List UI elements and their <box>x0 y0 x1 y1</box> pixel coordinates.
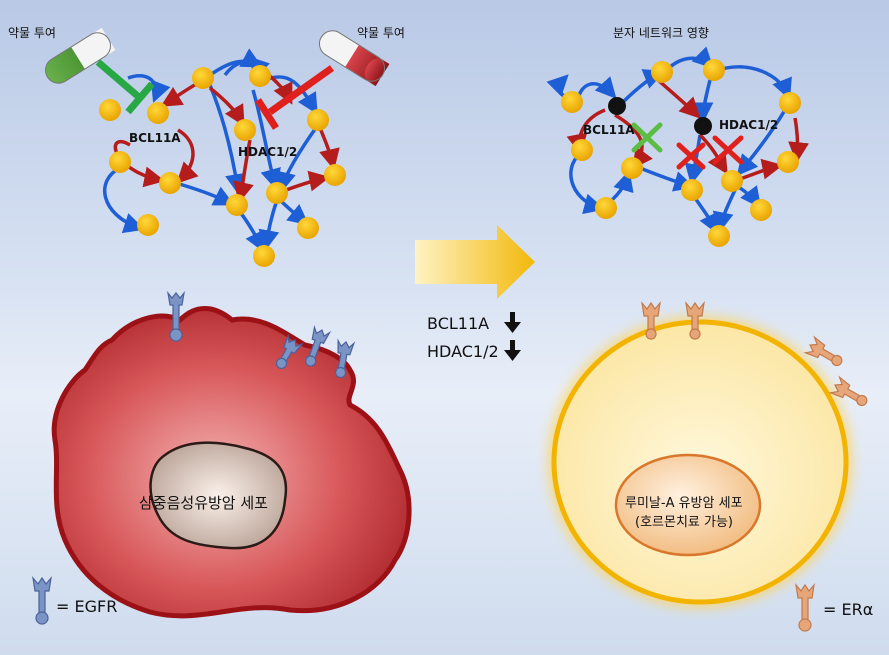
edge <box>251 89 281 191</box>
luminal-cell <box>548 316 852 608</box>
edge <box>656 78 701 119</box>
network-node <box>226 194 248 216</box>
network-node <box>297 217 319 239</box>
network-node <box>234 119 256 141</box>
down-arrow-icon <box>504 312 521 361</box>
egfr-receptor-icon <box>32 290 356 625</box>
network-node <box>266 182 288 204</box>
drug-administration-label-right: 약물 투여 <box>357 26 405 40</box>
edge <box>160 80 201 107</box>
hdac-label: HDAC1/2 <box>238 145 298 159</box>
network-node <box>779 92 801 114</box>
network-node <box>147 102 169 124</box>
edge <box>175 181 235 206</box>
network-node <box>651 61 673 83</box>
edge <box>717 65 792 100</box>
tnbc-cell <box>51 305 412 619</box>
network-node <box>137 214 159 236</box>
bcl11a-label: BCL11A <box>129 131 181 145</box>
network-node <box>324 164 346 186</box>
network-node <box>595 197 617 219</box>
network-node <box>99 99 121 121</box>
network-node <box>621 157 643 179</box>
hdac-node <box>694 117 712 135</box>
network-node <box>703 59 725 81</box>
bcl11a-downregulated: BCL11A <box>427 314 490 333</box>
network-node <box>721 170 743 192</box>
network-node <box>307 109 329 131</box>
luminal-nucleus <box>614 453 762 557</box>
edge <box>278 198 310 226</box>
edge <box>208 84 246 196</box>
tnbc-cell-label: 삼중음성유방암 세포 <box>139 494 268 512</box>
hdac-label-right: HDAC1/2 <box>719 118 779 132</box>
red-pill-icon <box>318 30 390 87</box>
red-inhibition <box>255 65 335 130</box>
edge <box>258 199 280 252</box>
luminal-cell-sublabel: (호르몬치료 가능) <box>635 515 733 530</box>
network-node <box>253 245 275 267</box>
network-node <box>249 65 271 87</box>
drug-administration-label-left: 약물 투여 <box>8 26 56 40</box>
left-nodes <box>99 65 346 267</box>
network-node <box>750 199 772 221</box>
edge <box>693 196 719 235</box>
edge <box>318 127 340 171</box>
edge <box>127 74 171 103</box>
hdac-downregulated: HDAC1/2 <box>427 342 499 361</box>
edge <box>576 76 617 101</box>
transition-arrow <box>415 225 535 299</box>
tnbc-nucleus <box>149 441 288 550</box>
edge <box>176 128 199 184</box>
edge <box>712 189 737 234</box>
edge <box>233 139 254 204</box>
bcl11a-label-right: BCL11A <box>583 123 635 137</box>
er-alpha-receptor-icon <box>641 300 868 632</box>
green-pill-icon <box>44 27 116 84</box>
network-node <box>777 151 799 173</box>
edge <box>238 210 265 253</box>
luminal-cell-label: 루미날-A 유방암 세포 <box>625 496 743 511</box>
network-node <box>561 91 583 113</box>
edge <box>208 86 245 127</box>
bcl11a-node <box>608 97 626 115</box>
edge <box>103 166 145 234</box>
network-node <box>159 172 181 194</box>
green-x-icon <box>631 122 663 153</box>
network-effect-title: 분자 네트워크 영향 <box>613 26 709 40</box>
right-nodes <box>561 59 801 247</box>
edge <box>639 166 696 192</box>
network-node <box>571 139 593 161</box>
network-node <box>109 151 131 173</box>
network-node <box>708 225 730 247</box>
network-node <box>192 67 214 89</box>
edge <box>736 109 787 177</box>
er-alpha-legend-label: = ERα <box>823 600 874 619</box>
egfr-legend-label: = EGFR <box>56 597 118 616</box>
edge <box>788 117 810 164</box>
network-node <box>681 179 703 201</box>
edge <box>285 170 331 192</box>
edge <box>698 133 728 175</box>
green-inhibition <box>95 59 155 115</box>
blocked-nodes <box>608 97 712 135</box>
red-x-icon <box>676 135 744 170</box>
edge <box>692 79 714 124</box>
